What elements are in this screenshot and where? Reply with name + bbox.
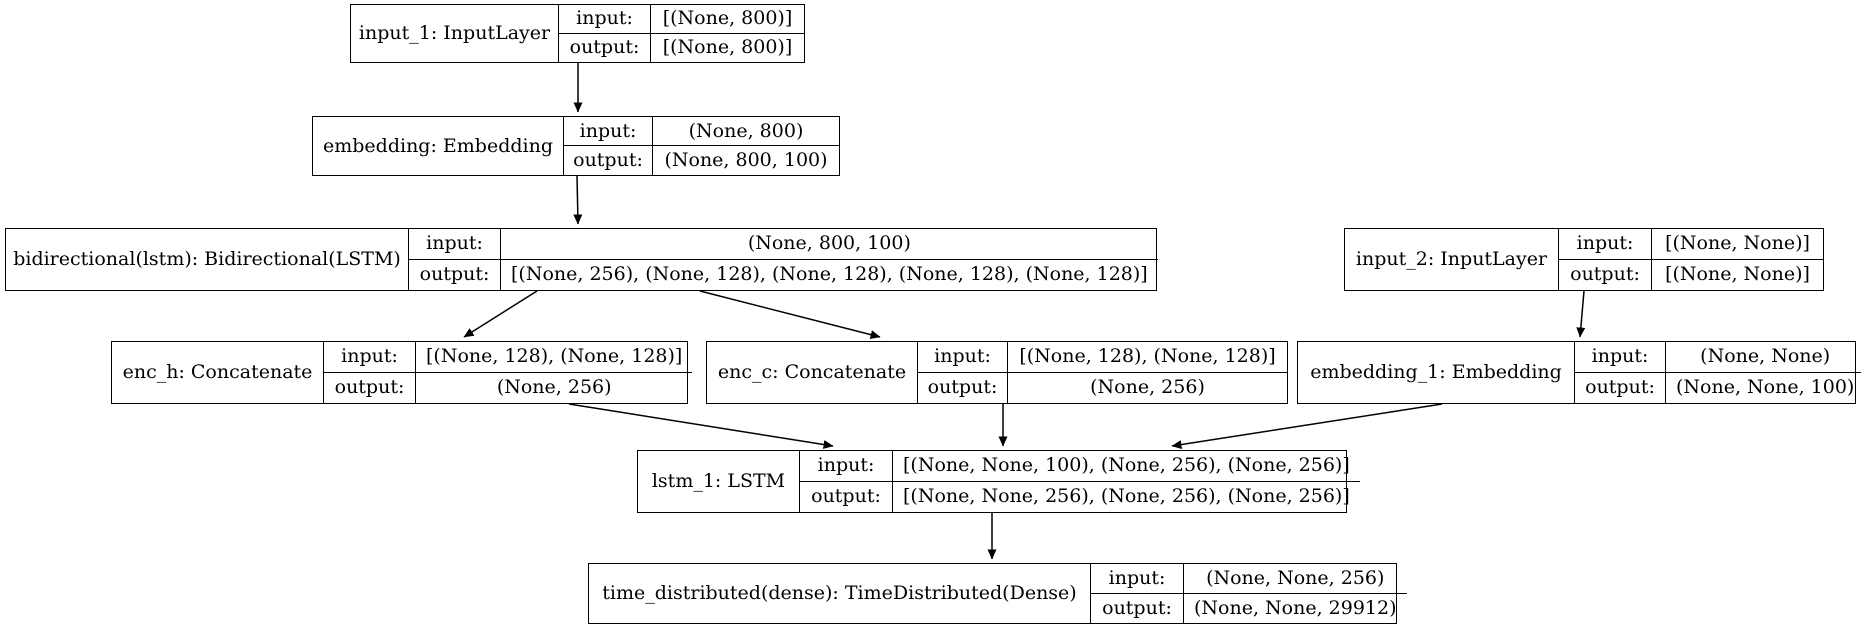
layer-node-enc-h: enc_h: Concatenate input: output: [(None… <box>111 341 693 404</box>
layer-name: enc_c: Concatenate <box>707 342 918 403</box>
input-shape: (None, None, 256) <box>1184 564 1407 594</box>
output-shape: (None, 256) <box>1090 376 1205 399</box>
layer-name: lstm_1: LSTM <box>638 451 800 512</box>
output-shape: [(None, 800)] <box>662 36 793 59</box>
layer-name: embedding: Embedding <box>313 117 564 175</box>
input-label: input: <box>1091 564 1184 594</box>
edge-bidirectional-enc-c <box>699 290 881 340</box>
layer-name: time_distributed(dense): TimeDistributed… <box>589 564 1091 623</box>
layer-name: input_1: InputLayer <box>351 5 559 62</box>
output-shape: [(None, None, 256), (None, 256), (None, … <box>903 485 1350 508</box>
output-label: output: <box>324 372 416 403</box>
edge-embedding-bidirectional <box>573 175 583 225</box>
layer-node-lstm-1: lstm_1: LSTM input: output: [(None, None… <box>637 450 1360 513</box>
input-label: input: <box>559 5 651 34</box>
input-label: input: <box>800 451 893 482</box>
layer-name: enc_h: Concatenate <box>112 342 324 403</box>
layer-node-input-1: input_1: InputLayer input: output: [(Non… <box>350 4 805 63</box>
layer-node-bidirectional-lstm: bidirectional(lstm): Bidirectional(LSTM)… <box>5 228 1158 291</box>
output-label: output: <box>409 259 501 290</box>
input-label: input: <box>918 342 1008 373</box>
output-shape: (None, None, 29912) <box>1194 596 1397 619</box>
input-shape: [(None, 128), (None, 128)] <box>416 342 693 373</box>
layer-name: bidirectional(lstm): Bidirectional(LSTM) <box>6 229 409 290</box>
input-shape: [(None, None)] <box>1652 229 1823 260</box>
layer-node-time-distributed: time_distributed(dense): TimeDistributed… <box>588 563 1407 624</box>
edge-enc-h-lstm1 <box>568 403 834 449</box>
output-label: output: <box>918 372 1008 403</box>
output-label: output: <box>1575 372 1666 403</box>
layer-node-embedding: embedding: Embedding input: output: (Non… <box>312 116 840 176</box>
input-shape: [(None, 800)] <box>651 5 804 34</box>
input-label: input: <box>324 342 416 373</box>
layer-name: embedding_1: Embedding <box>1298 342 1575 403</box>
output-shape: (None, None, 100) <box>1676 376 1855 399</box>
output-label: output: <box>1559 259 1652 290</box>
input-shape: (None, 800) <box>653 117 839 146</box>
layer-node-enc-c: enc_c: Concatenate input: output: [(None… <box>706 341 1288 404</box>
layer-node-embedding-1: embedding_1: Embedding input: output: (N… <box>1297 341 1861 404</box>
output-shape: [(None, 256), (None, 128), (None, 128), … <box>511 263 1148 286</box>
output-label: output: <box>564 146 653 175</box>
edge-embedding1-lstm1 <box>1171 403 1443 449</box>
input-shape: [(None, None, 100), (None, 256), (None, … <box>893 451 1360 482</box>
output-label: output: <box>800 481 893 512</box>
input-label: input: <box>1575 342 1666 373</box>
output-label: output: <box>559 33 651 62</box>
input-label: input: <box>409 229 501 260</box>
layer-node-input-2: input_2: InputLayer input: output: [(Non… <box>1344 228 1824 291</box>
output-label: output: <box>1091 593 1184 623</box>
input-shape: (None, 800, 100) <box>501 229 1158 260</box>
layer-name: input_2: InputLayer <box>1345 229 1559 290</box>
input-shape: (None, None) <box>1666 342 1861 373</box>
input-label: input: <box>564 117 653 146</box>
edge-input2-embedding1 <box>1576 290 1586 338</box>
output-shape: (None, 800, 100) <box>664 149 828 172</box>
output-shape: [(None, None)] <box>1665 263 1810 286</box>
input-shape: [(None, 128), (None, 128)] <box>1008 342 1287 373</box>
output-shape: (None, 256) <box>496 376 612 399</box>
edge-bidirectional-enc-h <box>463 290 538 338</box>
input-label: input: <box>1559 229 1652 260</box>
